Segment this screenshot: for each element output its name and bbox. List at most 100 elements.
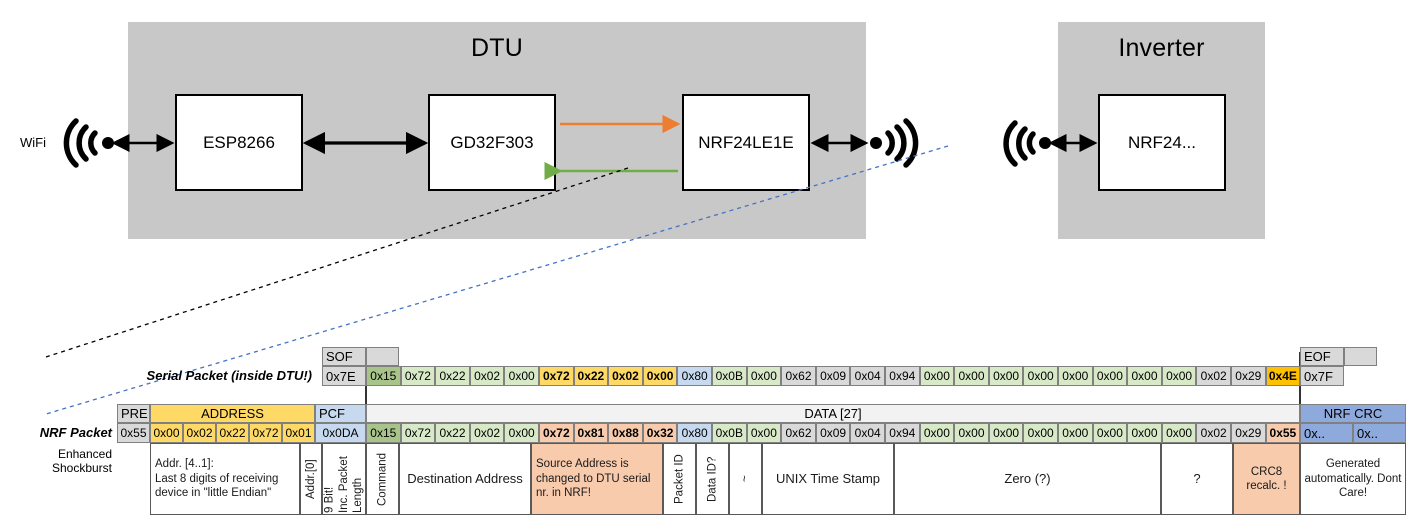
serial-eof-value: 0x7F — [1300, 366, 1344, 386]
nrf-byte-15: 0x94 — [885, 423, 920, 443]
nrf-byte-25: 0x29 — [1231, 423, 1266, 443]
nrf-byte-11: 0x00 — [746, 423, 782, 443]
nrf-byte-24: 0x02 — [1196, 423, 1231, 443]
serial-byte-15: 0x94 — [885, 366, 920, 386]
desc-crc-auto: Generated automatically. Dont Care! — [1300, 443, 1406, 515]
serial-byte-8: 0x00 — [642, 366, 678, 386]
serial-byte-24: 0x02 — [1196, 366, 1231, 386]
desc-source-note: Source Address is changed to DTU serial … — [531, 443, 663, 515]
nrf-crc-value-1: 0x.. — [1353, 423, 1406, 443]
nrf-byte-18: 0x00 — [988, 423, 1024, 443]
nrf-byte-5: 0x72 — [539, 423, 574, 443]
chip-gd32f303[interactable]: GD32F303 — [428, 94, 556, 191]
serial-sof-header: SOF — [322, 347, 366, 366]
desc-address-note: Addr. [4..1]: Last 8 digits of receiving… — [150, 443, 300, 515]
serial-byte-11: 0x00 — [746, 366, 782, 386]
serial-byte-21: 0x00 — [1092, 366, 1128, 386]
desc-destination-address: Destination Address — [399, 443, 531, 515]
desc-tilde: ~ — [729, 443, 762, 515]
nrf-byte-8: 0x32 — [642, 423, 678, 443]
dtu-title: DTU — [471, 34, 523, 62]
serial-byte-25: 0x29 — [1231, 366, 1266, 386]
nrf-byte-13: 0x09 — [815, 423, 851, 443]
inverter-title: Inverter — [1118, 34, 1205, 62]
nrf-byte-16: 0x00 — [919, 423, 955, 443]
nrf-byte-17: 0x00 — [954, 423, 989, 443]
top-block-diagram: DTU Inverter WiFi ESP8266 GD32F303 NRF24… — [20, 22, 1265, 239]
nrf-byte-26: 0x55 — [1265, 423, 1301, 443]
inverter-enclosure: Inverter — [1058, 22, 1265, 239]
nrf-pre-header: PRE — [117, 404, 150, 423]
desc-packet-id: Packet ID — [663, 443, 696, 515]
serial-eof-header: EOF — [1300, 347, 1344, 366]
desc-unix-time: UNIX Time Stamp — [762, 443, 894, 515]
nrf-byte-6: 0x81 — [573, 423, 609, 443]
nrf-byte-10: 0x0B — [712, 423, 747, 443]
nrf-pre-value: 0x55 — [117, 423, 150, 443]
nrf-byte-14: 0x04 — [850, 423, 885, 443]
serial-byte-23: 0x00 — [1161, 366, 1197, 386]
nrf-packet-label: NRF Packet — [39, 425, 112, 440]
serial-byte-0: 0x15 — [366, 366, 401, 386]
nrf-byte-2: 0x22 — [435, 423, 470, 443]
nrf-byte-12: 0x62 — [781, 423, 816, 443]
desc-zero: Zero (?) — [894, 443, 1161, 515]
nrf-address-byte-4: 0x01 — [282, 423, 315, 443]
nrf-byte-4: 0x00 — [504, 423, 539, 443]
serial-byte-10: 0x0B — [712, 366, 747, 386]
nrf-address-byte-2: 0x22 — [216, 423, 249, 443]
nrf-byte-23: 0x00 — [1161, 423, 1197, 443]
serial-byte-7: 0x02 — [608, 366, 643, 386]
nrf-byte-22: 0x00 — [1127, 423, 1162, 443]
serial-byte-1: 0x72 — [400, 366, 436, 386]
nrf-byte-19: 0x00 — [1023, 423, 1058, 443]
nrf-address-byte-0: 0x00 — [150, 423, 183, 443]
serial-byte-6: 0x22 — [573, 366, 609, 386]
desc-addr0: Addr.[0] — [300, 443, 322, 515]
nrf-pcf-value: 0x0DA — [315, 423, 366, 443]
nrf-byte-9: 0x80 — [677, 423, 712, 443]
serial-packet-label: Serial Packet (inside DTU!) — [146, 368, 312, 383]
nrf-byte-1: 0x72 — [400, 423, 436, 443]
serial-byte-12: 0x62 — [781, 366, 816, 386]
chip-nrf24le1e[interactable]: NRF24LE1E — [682, 94, 810, 191]
serial-byte-19: 0x00 — [1023, 366, 1058, 386]
nrf-pcf-header: PCF — [315, 404, 366, 423]
nrf-byte-7: 0x88 — [608, 423, 643, 443]
serial-byte-9: 0x80 — [677, 366, 712, 386]
nrf-crc-value-0: 0x.. — [1300, 423, 1353, 443]
nrf-byte-21: 0x00 — [1092, 423, 1128, 443]
serial-sof-spacer — [366, 347, 399, 366]
nrf-address-byte-3: 0x72 — [249, 423, 282, 443]
nrf-byte-20: 0x00 — [1058, 423, 1093, 443]
wifi-label: WiFi — [20, 135, 46, 150]
serial-eof-spacer — [1344, 347, 1377, 366]
serial-byte-4: 0x00 — [504, 366, 539, 386]
desc-question: ? — [1161, 443, 1233, 515]
chip-esp8266[interactable]: ESP8266 — [175, 94, 303, 191]
serial-byte-20: 0x00 — [1058, 366, 1093, 386]
nrf-data-header: DATA [27] — [366, 404, 1300, 423]
nrf-address-header: ADDRESS — [150, 404, 315, 423]
desc-command: Command — [366, 443, 399, 515]
serial-byte-26: 0x4E — [1265, 366, 1301, 386]
nrf-crc-header: NRF CRC — [1300, 404, 1406, 423]
serial-byte-18: 0x00 — [988, 366, 1024, 386]
serial-byte-14: 0x04 — [850, 366, 885, 386]
nrf-byte-0: 0x15 — [366, 423, 401, 443]
serial-byte-5: 0x72 — [539, 366, 574, 386]
nrf-address-byte-1: 0x02 — [183, 423, 216, 443]
nrf-packet-sublabel: Enhanced Shockburst — [51, 447, 112, 475]
serial-sof-value: 0x7E — [322, 366, 366, 386]
serial-byte-2: 0x22 — [435, 366, 470, 386]
serial-byte-13: 0x09 — [815, 366, 851, 386]
serial-byte-16: 0x00 — [919, 366, 955, 386]
chip-nrf24-inverter[interactable]: NRF24... — [1098, 94, 1226, 191]
serial-byte-22: 0x00 — [1127, 366, 1162, 386]
desc-packet-length: 9 Bit! Inc. Packet Length — [322, 443, 366, 515]
nrf-byte-3: 0x02 — [469, 423, 505, 443]
serial-byte-17: 0x00 — [954, 366, 989, 386]
desc-crc8: CRC8 recalc. ! — [1233, 443, 1300, 515]
desc-data-id: Data ID? — [696, 443, 729, 515]
serial-byte-3: 0x02 — [469, 366, 505, 386]
